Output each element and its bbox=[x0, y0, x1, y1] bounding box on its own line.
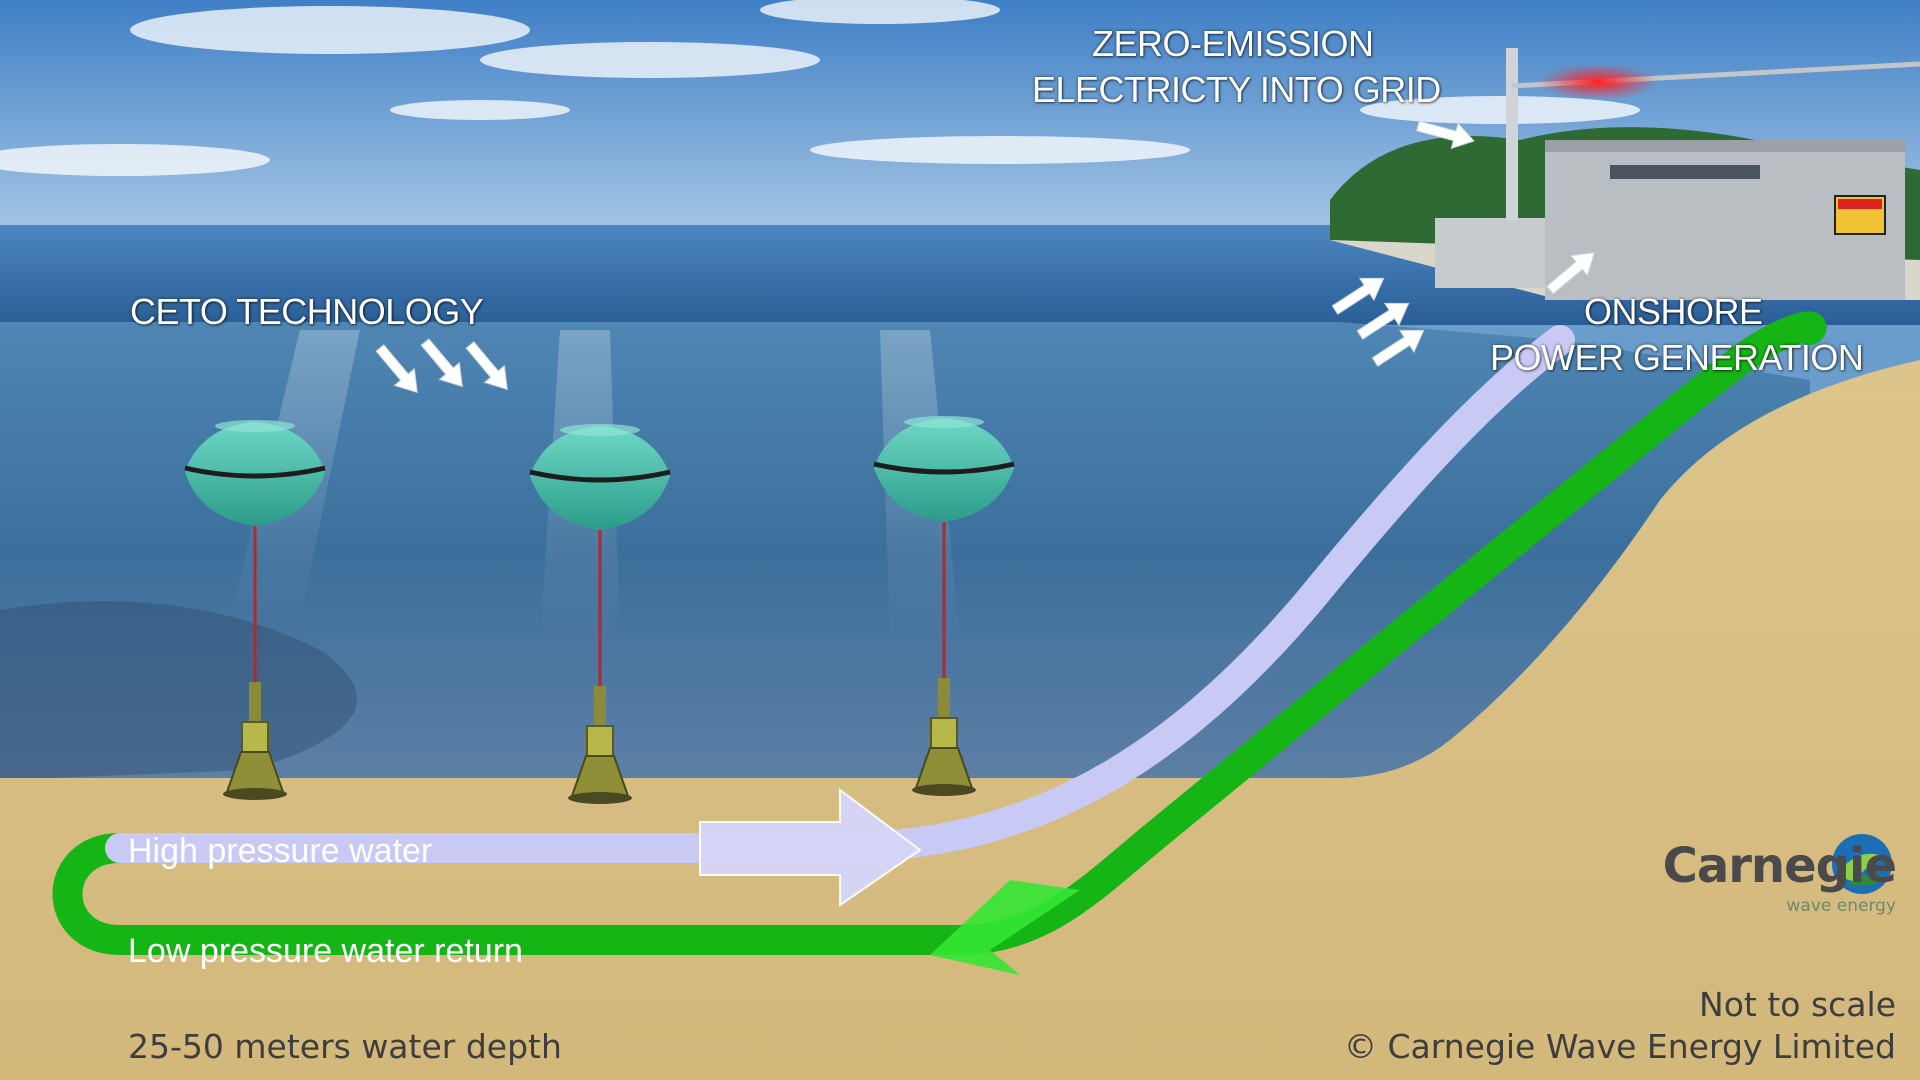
ceto-technology-label: CETO TECHNOLOGY bbox=[130, 291, 484, 332]
high-pressure-label: High pressure water bbox=[128, 832, 433, 870]
low-pressure-label: Low pressure water return bbox=[128, 932, 523, 970]
water-depth-note: 25-50 meters water depth bbox=[128, 1027, 562, 1066]
copyright-note: © Carnegie Wave Energy Limited bbox=[1343, 1027, 1896, 1066]
high-pressure-pipe bbox=[105, 325, 1575, 863]
scale-note: Not to scale bbox=[1699, 985, 1896, 1024]
onshore-label-line2: POWER GENERATION bbox=[1490, 337, 1864, 378]
brand-tagline: wave energy bbox=[1786, 896, 1896, 916]
low-pressure-pipe bbox=[52, 311, 1827, 955]
brand-name: Carnegie bbox=[1662, 838, 1897, 894]
onshore-label-line1: ONSHORE bbox=[1584, 291, 1763, 332]
grid-label-line2: ELECTRICTY INTO GRID bbox=[1032, 69, 1441, 110]
carnegie-logo: Carnegie wave energy bbox=[1662, 838, 1897, 916]
carnegie-swirl-logo-icon bbox=[1832, 834, 1892, 894]
grid-label-line1: ZERO-EMISSION bbox=[1092, 23, 1374, 64]
